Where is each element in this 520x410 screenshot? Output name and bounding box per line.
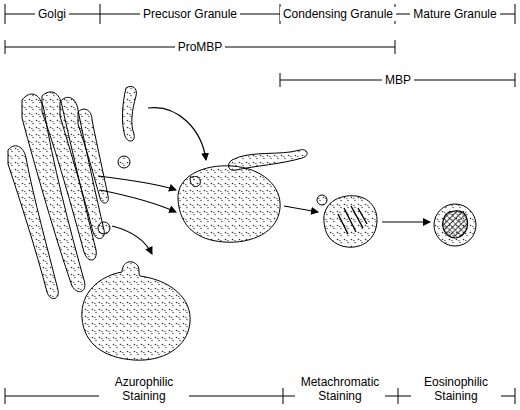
stage-label: Mature Granule <box>410 7 499 21</box>
stage-label: Golgi <box>35 7 69 21</box>
mature-core <box>443 211 468 238</box>
organelles <box>8 86 476 360</box>
staining-label: Metachromatic Staining <box>295 375 385 403</box>
stage-label: Condensing Granule <box>280 7 396 21</box>
protein-label: MBP <box>382 73 414 87</box>
transport-arrows <box>98 108 430 254</box>
bracket-lines <box>5 4 515 404</box>
staining-label: Eosinophilic Staining <box>411 375 501 403</box>
condensing-core <box>338 206 367 234</box>
protein-label: ProMBP <box>175 40 226 54</box>
stage-label: Precusor Granule <box>140 7 240 21</box>
staining-label: Azurophilic Staining <box>99 375 189 403</box>
